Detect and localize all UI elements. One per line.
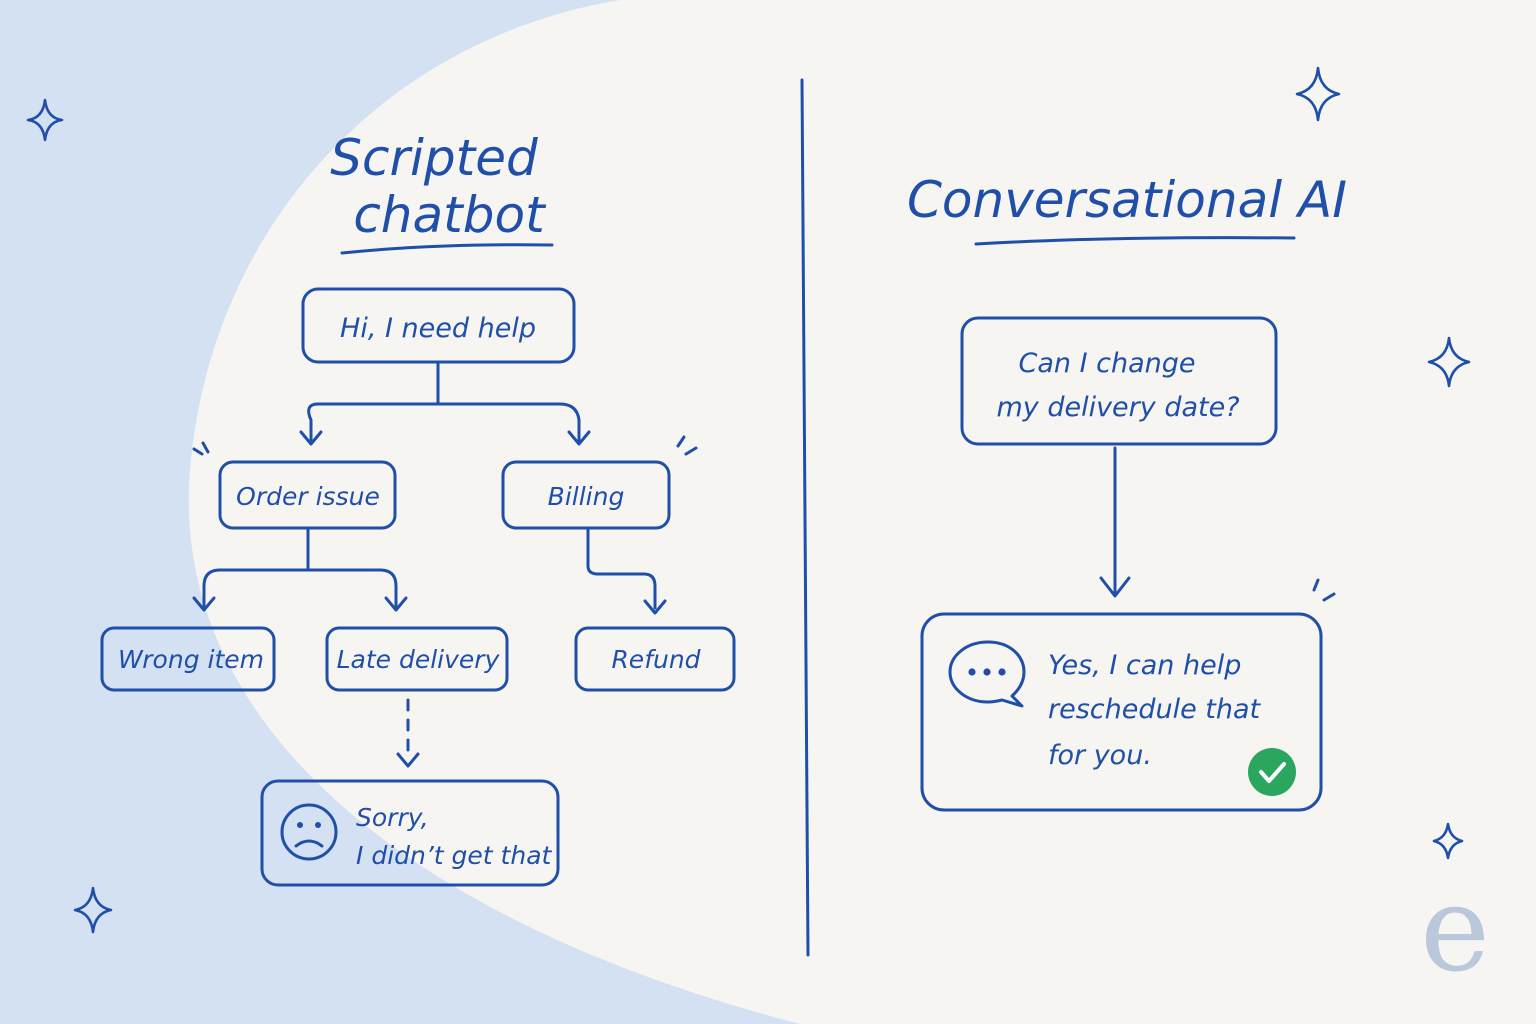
answer-line3: for you. — [1048, 740, 1152, 771]
sparkle-icon — [26, 98, 64, 142]
emphasis-ticks — [676, 435, 698, 456]
node-billing: Billing — [501, 460, 671, 530]
emphasis-ticks — [1312, 578, 1336, 602]
answer-box: Yes, I can help reschedule that for you. — [920, 612, 1323, 812]
question-box: Can I change my delivery date? — [960, 316, 1278, 446]
right-title-underline — [974, 236, 1296, 246]
sparkle-icon — [1295, 66, 1341, 122]
connector-order-split — [202, 528, 398, 608]
chat-bubble-icon — [948, 640, 1026, 708]
node-late-delivery: Late delivery — [325, 626, 509, 692]
emphasis-ticks — [192, 441, 210, 456]
right-title: Conversational AI — [907, 171, 1347, 229]
node-fallback-line2: I didn’t get that — [356, 841, 553, 870]
node-fallback: Sorry, I didn’t get that — [260, 779, 560, 887]
node-billing-label: Billing — [548, 482, 625, 511]
arrowhead-billing — [567, 430, 591, 446]
sad-face-icon — [280, 803, 338, 861]
node-root-label: Hi, I need help — [340, 313, 536, 344]
connector-billing-refund — [586, 528, 657, 610]
node-root: Hi, I need help — [301, 287, 576, 364]
arrowhead-fallback — [396, 752, 420, 768]
node-wrong-item: Wrong item — [100, 626, 276, 692]
node-refund: Refund — [574, 626, 736, 692]
arrowhead-wrong-item — [192, 596, 216, 612]
arrowhead-refund — [643, 599, 667, 615]
left-title-line1: Scripted — [330, 129, 538, 187]
background-arc — [0, 0, 800, 1024]
answer-line2: reschedule that — [1048, 694, 1262, 725]
connector-root-split — [307, 362, 581, 444]
node-fallback-line1: Sorry, — [356, 803, 429, 832]
sparkle-icon — [73, 886, 113, 934]
arrowhead-late-delivery — [384, 596, 408, 612]
sparkle-icon — [1432, 822, 1464, 860]
arrowhead-answer — [1099, 576, 1131, 598]
answer-line1: Yes, I can help — [1048, 650, 1241, 681]
node-wrong-item-label: Wrong item — [118, 645, 264, 674]
node-late-delivery-label: Late delivery — [337, 645, 501, 674]
left-title-line2: chatbot — [353, 186, 547, 244]
sparkle-icon — [1427, 336, 1471, 388]
node-order-issue: Order issue — [218, 460, 397, 530]
question-line1: Can I change — [1018, 348, 1195, 379]
check-circle-icon — [1248, 748, 1296, 796]
node-order-issue-label: Order issue — [236, 482, 380, 511]
question-line2: my delivery date? — [996, 392, 1239, 423]
arrowhead-order — [299, 430, 323, 446]
center-divider — [800, 78, 810, 957]
left-title-underline — [340, 243, 554, 255]
node-refund-label: Refund — [611, 645, 700, 674]
watermark-logo: e — [1420, 860, 1490, 998]
